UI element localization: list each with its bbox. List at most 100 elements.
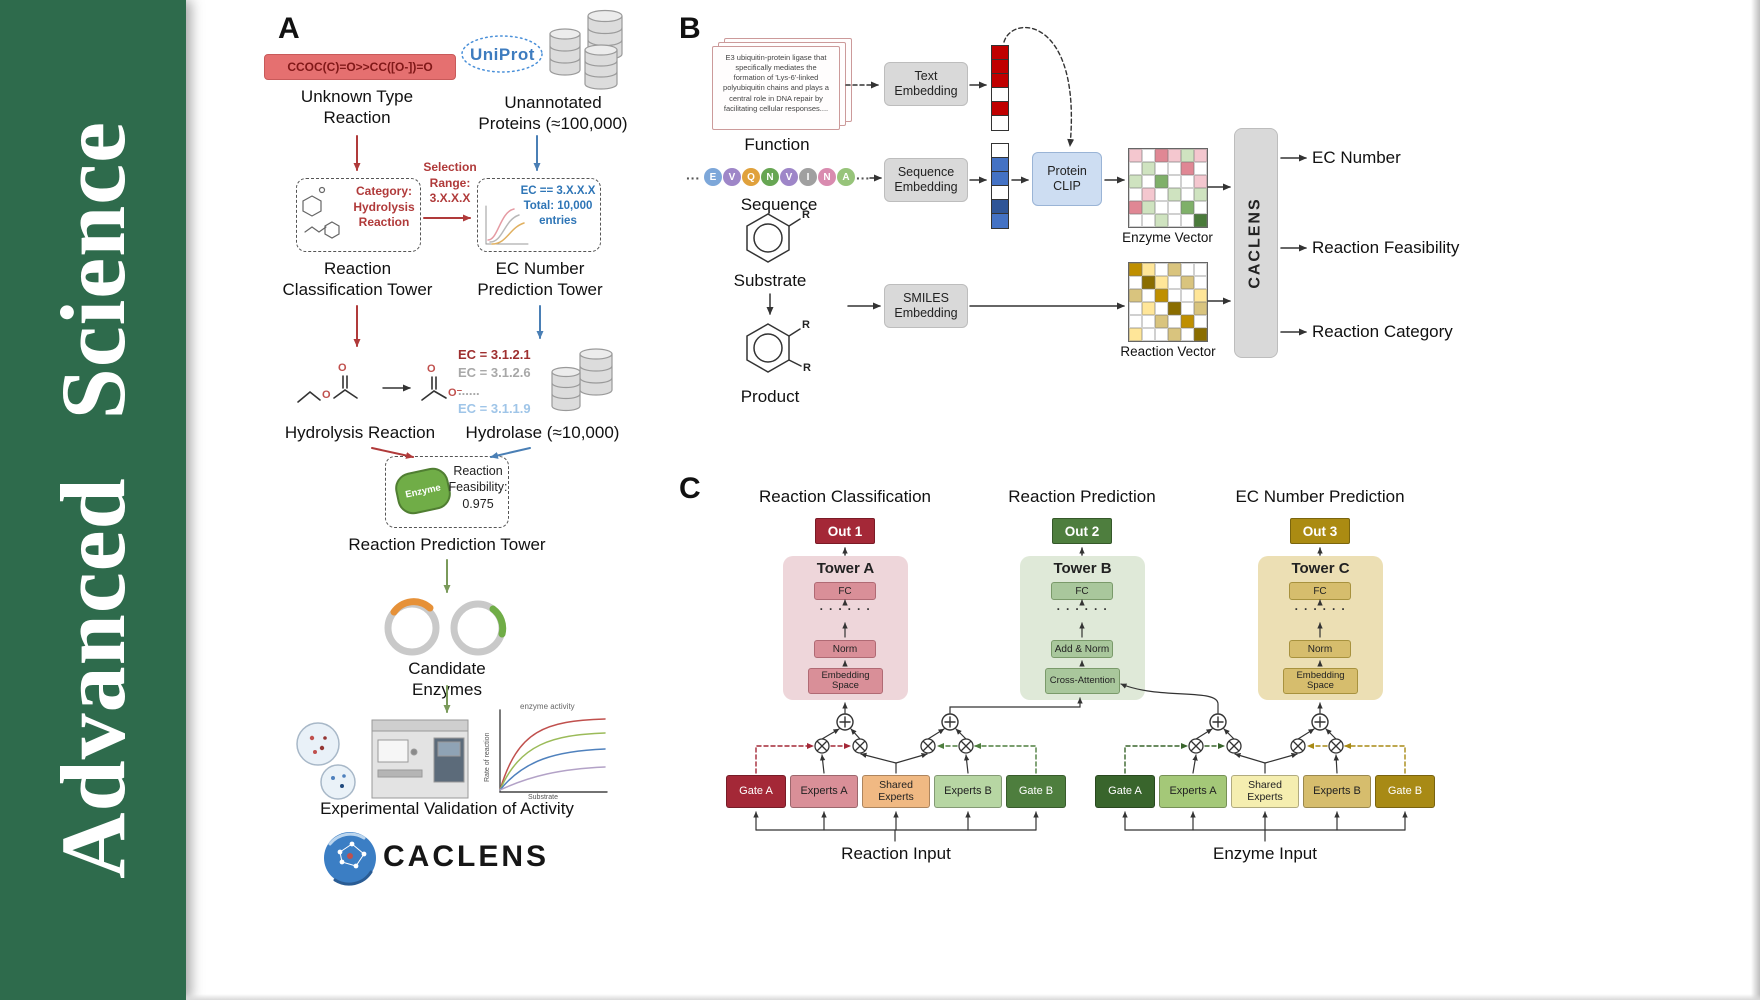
journal-sidebar: Advanced Science (0, 0, 186, 1000)
matrix-cell (1181, 214, 1194, 227)
petri-dish-icons (296, 722, 356, 800)
residue-circle: Q (742, 168, 760, 186)
product-r-group-2: R (803, 362, 811, 374)
plasmid-icons (384, 598, 507, 656)
vector-cell (992, 186, 1008, 200)
substrate-benzene-icon (746, 213, 801, 263)
matrix-cell (1155, 328, 1168, 341)
ec-list-item-3: ...... (458, 383, 480, 398)
matrix-cell (1142, 214, 1155, 227)
category-dashed-box (296, 178, 421, 252)
matrix-cell (1142, 162, 1155, 175)
residue-circle: V (723, 168, 741, 186)
residue-circle: V (780, 168, 798, 186)
caclens-logo-icon (324, 832, 376, 886)
journal-name: Advanced Science (42, 121, 144, 879)
smiles-reaction-box: CCOC(C)=O>>CC([O-])=O (264, 54, 456, 80)
panel-b-label: B (679, 12, 701, 45)
substrate-label: Substrate (733, 271, 807, 290)
matrix-cell (1168, 263, 1181, 276)
hydrolase-label: Hydrolase (≈10,000) (465, 423, 620, 442)
matrix-cell (1194, 201, 1207, 214)
ec-filter-text: EC == 3.X.X.X Total: 10,000 entries (520, 185, 596, 227)
matrix-cell (1142, 263, 1155, 276)
graph-xlabel: Substrate (528, 794, 558, 801)
matrix-cell (1129, 175, 1142, 188)
matrix-cell (1194, 289, 1207, 302)
reaction-input-label: Reaction Input (841, 844, 951, 863)
selection-range-label: Selection Range: 3.X.X.X (423, 160, 477, 206)
matrix-cell (1168, 201, 1181, 214)
residue-circle: N (818, 168, 836, 186)
hydrolysis-molecules-icon (297, 375, 447, 403)
residue-circle: I (799, 168, 817, 186)
vector-cell (992, 144, 1008, 158)
gate-b-right: Gate B (1375, 775, 1435, 808)
sequence-ellipsis-left: ··· (686, 170, 700, 186)
matrix-cell (1142, 289, 1155, 302)
tower-a-dots: · · · · · · (819, 602, 872, 616)
input-wiring (753, 811, 1408, 842)
tower-b: Tower B FC · · · · · · Add & Norm Cross-… (1020, 556, 1145, 700)
matrix-cell (1181, 302, 1194, 315)
matrix-cell (1168, 315, 1181, 328)
vector-cell (992, 158, 1008, 172)
matrix-cell (1181, 162, 1194, 175)
protein-clip-box: Protein CLIP (1032, 152, 1102, 206)
tower-c: Tower C FC · · · · · · Norm Embedding Sp… (1258, 556, 1383, 700)
matrix-cell (1129, 263, 1142, 276)
matrix-cell (1129, 302, 1142, 315)
graph-legend: enzyme activity (520, 702, 575, 711)
function-description: E3 ubiquitin-protein ligase that specifi… (723, 53, 829, 113)
product-benzene-icon (746, 323, 802, 373)
matrix-cell (1155, 276, 1168, 289)
graph-ylabel: Rate of reaction (484, 732, 491, 782)
vector-cell (992, 88, 1008, 102)
hydrolase-database-icon (551, 348, 613, 412)
text-embedding-vector (991, 45, 1009, 131)
matrix-cell (1155, 175, 1168, 188)
unknown-type-label: Unknown Type Reaction (300, 87, 414, 128)
experts-a-right: Experts A (1159, 775, 1227, 808)
matrix-cell (1181, 263, 1194, 276)
product-r-group-1: R (802, 319, 810, 331)
matrix-cell (1129, 328, 1142, 341)
hplc-instrument-icon (371, 719, 469, 799)
matrix-cell (1194, 328, 1207, 341)
residue-circle: A (837, 168, 855, 186)
vector-cell (992, 172, 1008, 186)
vector-cell (992, 200, 1008, 214)
matrix-cell (1129, 214, 1142, 227)
tower-b-title: Tower B (1053, 560, 1112, 577)
matrix-cell (1142, 328, 1155, 341)
ec-filter-dashed-box (477, 178, 601, 252)
function-label: Function (744, 135, 810, 154)
matrix-cell (1181, 315, 1194, 328)
experts-a-left: Experts A (790, 775, 858, 808)
column-title-reaction-prediction: Reaction Prediction (1008, 487, 1156, 506)
matrix-cell (1168, 214, 1181, 227)
gate-a-right: Gate A (1095, 775, 1155, 808)
output-reaction-feasibility: Reaction Feasibility (1312, 238, 1460, 257)
matrix-cell (1168, 289, 1181, 302)
tower-c-norm-layer: Norm (1289, 640, 1351, 658)
matrix-cell (1129, 149, 1142, 162)
enzyme-icon-label: Enzyme (404, 481, 442, 501)
validation-label: Experimental Validation of Activity (320, 799, 574, 818)
multiply-operators (814, 738, 1344, 754)
shared-experts-right: Shared Experts (1231, 775, 1299, 808)
sequence-ellipsis-right: ··· (856, 170, 870, 186)
hydrolysis-label: Hydrolysis Reaction (284, 423, 436, 442)
tower-a-embedding-layer: Embedding Space (808, 668, 883, 694)
vector-cell (992, 102, 1008, 116)
tower-b-crossattention-layer: Cross-Attention (1045, 668, 1120, 694)
gate-a-left: Gate A (726, 775, 786, 808)
uniprot-logo: UniProt (470, 45, 535, 64)
matrix-cell (1194, 263, 1207, 276)
matrix-cell (1155, 214, 1168, 227)
matrix-cell (1155, 188, 1168, 201)
column-title-ec-number-prediction: EC Number Prediction (1235, 487, 1405, 506)
page-edge-bottom (186, 994, 1760, 1000)
matrix-cell (1194, 214, 1207, 227)
